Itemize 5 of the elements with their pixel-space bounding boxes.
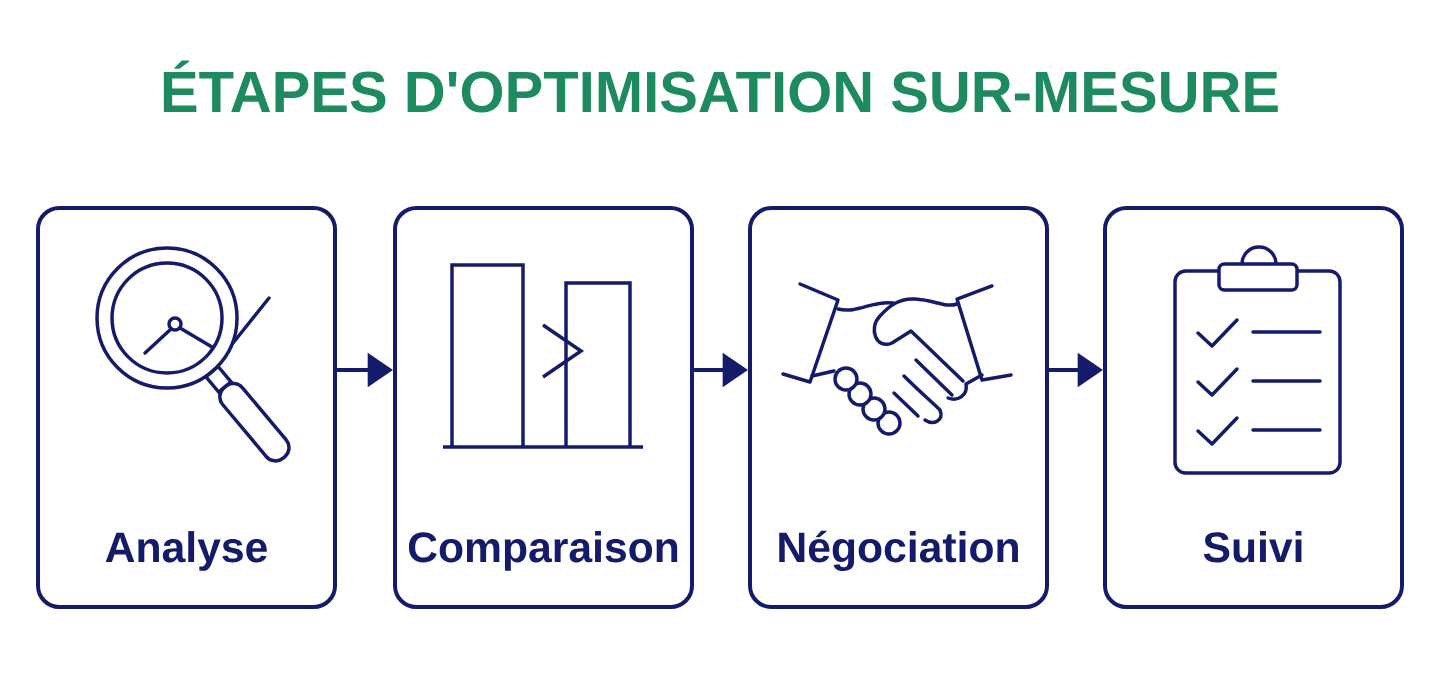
title: ÉTAPES D'OPTIMISATION SUR-MESURE bbox=[163, 60, 1278, 113]
step-box: Suivi bbox=[1103, 206, 1404, 609]
step-box: Négociation bbox=[748, 206, 1049, 609]
step-box: Analyse bbox=[36, 206, 337, 609]
step-box: Comparaison bbox=[393, 206, 694, 609]
